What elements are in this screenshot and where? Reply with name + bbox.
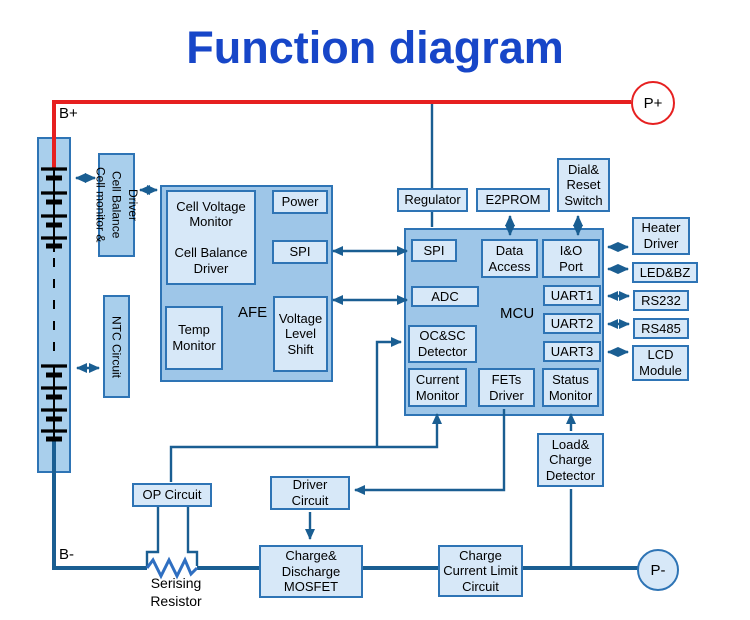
power-line-positive: [52, 100, 631, 168]
heater-driver-box: Heater Driver: [632, 217, 690, 255]
rs232-box: RS232: [633, 290, 689, 311]
power-line-negative-left: [52, 438, 147, 570]
charge-current-limit-box: Charge Current Limit Circuit: [438, 545, 523, 597]
load-charge-detector-box: Load& Charge Detector: [537, 433, 604, 487]
adc-box: ADC: [411, 286, 479, 307]
cell-monitor-driver-box: Cell monitor & Cell Balance Driver: [93, 153, 140, 257]
op-sense-line-left: [145, 506, 160, 566]
p-minus-terminal: P-: [637, 549, 679, 591]
dial-reset-switch-box: Dial& Reset Switch: [557, 158, 610, 212]
ocsc-detector-box: OC&SC Detector: [408, 325, 477, 363]
io-port-box: I&O Port: [542, 239, 600, 278]
fets-driver-box: FETs Driver: [478, 368, 535, 407]
afe-spi-box: SPI: [272, 240, 328, 264]
afe-label: AFE: [238, 304, 268, 321]
connector-fets-drivercircuit: [354, 409, 506, 495]
charge-discharge-mosfet-box: Charge& Discharge MOSFET: [259, 545, 363, 598]
e2prom-box: E2PROM: [476, 188, 550, 212]
afe-power-box: Power: [272, 190, 328, 214]
rs485-box: RS485: [633, 318, 689, 339]
uart3-box: UART3: [543, 341, 601, 362]
b-minus-label: B-: [59, 546, 74, 563]
connector-op-currentmonitor: [169, 413, 442, 482]
lcd-module-box: LCD Module: [632, 345, 689, 381]
ntc-circuit-label: NTC Circuit: [109, 315, 124, 378]
driver-circuit-box: Driver Circuit: [270, 476, 350, 510]
regulator-box: Regulator: [397, 188, 468, 212]
mcu-label: MCU: [500, 305, 535, 322]
cell-voltage-monitor-box: Cell Voltage Monitor Cell Balance Driver: [166, 190, 256, 285]
battery-cells: [41, 167, 67, 442]
voltage-level-shift-box: Voltage Level Shift: [273, 296, 328, 372]
sensing-resistor-label: Serising Resistor: [150, 575, 202, 609]
status-monitor-box: Status Monitor: [542, 368, 599, 407]
sensing-resistor-symbol: [145, 556, 199, 580]
page-title: Function diagram: [186, 22, 564, 73]
cell-monitor-driver-label: Cell monitor & Cell Balance Driver: [93, 167, 140, 243]
temp-monitor-box: Temp Monitor: [165, 306, 223, 370]
current-monitor-box: Current Monitor: [408, 368, 467, 407]
p-plus-terminal: P+: [631, 81, 675, 125]
ntc-circuit-box: NTC Circuit: [103, 295, 130, 398]
data-access-box: Data Access: [481, 239, 538, 278]
op-sense-line-right: [186, 506, 199, 566]
uart1-box: UART1: [543, 285, 601, 306]
uart2-box: UART2: [543, 313, 601, 334]
op-circuit-box: OP Circuit: [132, 483, 212, 507]
connector-op-ocsc: [375, 337, 402, 447]
mcu-spi-box: SPI: [411, 239, 457, 262]
led-bz-box: LED&BZ: [632, 262, 698, 283]
b-plus-label: B+: [59, 105, 78, 122]
